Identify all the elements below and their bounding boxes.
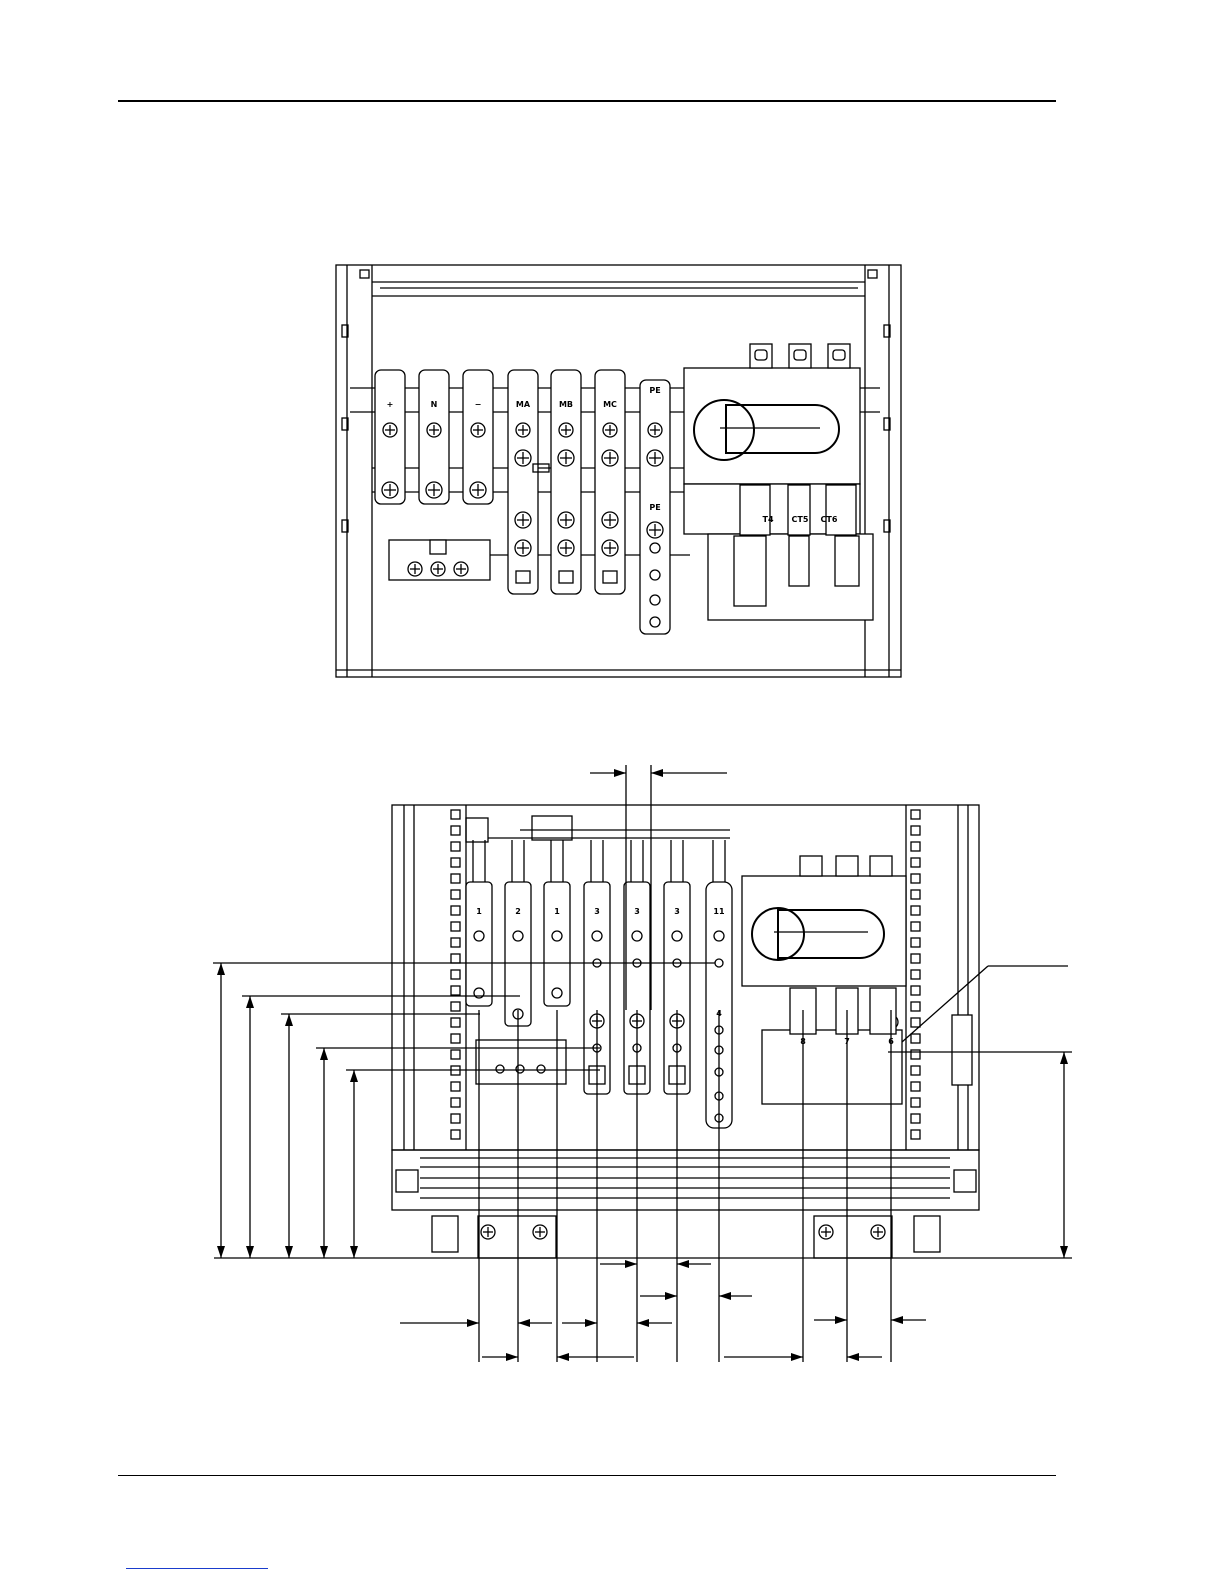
dim-height-left-head-bottom xyxy=(246,1246,254,1258)
rail-slot xyxy=(451,874,460,883)
dim-arrow-head xyxy=(677,1260,689,1268)
dim-arrow-head xyxy=(557,1353,569,1361)
dim-height-left-head-top xyxy=(217,963,225,975)
front-label-2: 2 xyxy=(515,907,521,916)
dim-height-left-head-bottom xyxy=(320,1246,328,1258)
dim-arrow-head xyxy=(467,1319,479,1327)
dim-arrow-head xyxy=(585,1319,597,1327)
rail-slot xyxy=(911,858,920,867)
rail-slot xyxy=(911,810,920,819)
front-label-3b: 3 xyxy=(634,907,640,916)
rail-slot xyxy=(451,954,460,963)
rail-slot xyxy=(911,986,920,995)
rail-slot xyxy=(451,1114,460,1123)
rail-slot xyxy=(451,810,460,819)
front-label-1b: 1 xyxy=(554,907,560,916)
rail-slot xyxy=(451,1050,460,1059)
rail-slot xyxy=(451,842,460,851)
rail-slot xyxy=(451,970,460,979)
rail-slot xyxy=(911,826,920,835)
dim-arrow-head xyxy=(665,1292,677,1300)
dim-arrow-head xyxy=(719,1292,731,1300)
rail-slot xyxy=(451,1082,460,1091)
rail-slot xyxy=(451,1002,460,1011)
rail-slot xyxy=(911,954,920,963)
rail-slot xyxy=(451,890,460,899)
rail-slot xyxy=(911,874,920,883)
dim-arrow-head xyxy=(891,1316,903,1324)
rail-slot xyxy=(451,906,460,915)
dim-height-left-head-bottom xyxy=(350,1246,358,1258)
front-label-1a: 1 xyxy=(476,907,482,916)
front-label-3a: 3 xyxy=(594,907,600,916)
dim-height-left-head-top xyxy=(285,1014,293,1026)
front-label-3c: 3 xyxy=(674,907,680,916)
dim-arrow-head xyxy=(791,1353,803,1361)
dim-arrow-head xyxy=(835,1316,847,1324)
rail-slot xyxy=(911,1098,920,1107)
dim-height-right-head-bottom xyxy=(1060,1246,1068,1258)
rail-slot xyxy=(451,1098,460,1107)
rail-slot xyxy=(911,1002,920,1011)
rail-slot xyxy=(451,986,460,995)
dim-height-left-head-top xyxy=(350,1070,358,1082)
rail-slot xyxy=(911,1018,920,1027)
rail-slot xyxy=(911,1034,920,1043)
dim-height-left-head-bottom xyxy=(285,1246,293,1258)
dim-height-left-head-top xyxy=(246,996,254,1008)
rail-slot xyxy=(911,970,920,979)
rail-slot xyxy=(911,938,920,947)
dim-arrow-head xyxy=(506,1353,518,1361)
dim-height-left-head-bottom xyxy=(217,1246,225,1258)
dim-arrow-head xyxy=(625,1260,637,1268)
rail-slot xyxy=(451,858,460,867)
rail-slot xyxy=(911,842,920,851)
front-label-11: 11 xyxy=(713,907,725,916)
dim-height-right-head-top xyxy=(1060,1052,1068,1064)
dim-arrow-head xyxy=(518,1319,530,1327)
rail-slot xyxy=(911,890,920,899)
rail-slot xyxy=(911,1114,920,1123)
rail-slot xyxy=(451,922,460,931)
dim-height-left-head-top xyxy=(320,1048,328,1060)
rail-slot xyxy=(451,1034,460,1043)
rail-slot xyxy=(451,1018,460,1027)
dim-arrow-head xyxy=(847,1353,859,1361)
rail-slot xyxy=(911,922,920,931)
rail-slot xyxy=(451,1130,460,1139)
dim-arrow-top-head xyxy=(614,769,626,777)
rail-slot xyxy=(911,906,920,915)
rail-slot xyxy=(451,938,460,947)
dim-arrow-head xyxy=(637,1319,649,1327)
rail-slot xyxy=(911,1066,920,1075)
rail-slot xyxy=(451,826,460,835)
rail-slot xyxy=(911,1082,920,1091)
rail-slot xyxy=(911,1130,920,1139)
dim-arrow-top-head xyxy=(651,769,663,777)
